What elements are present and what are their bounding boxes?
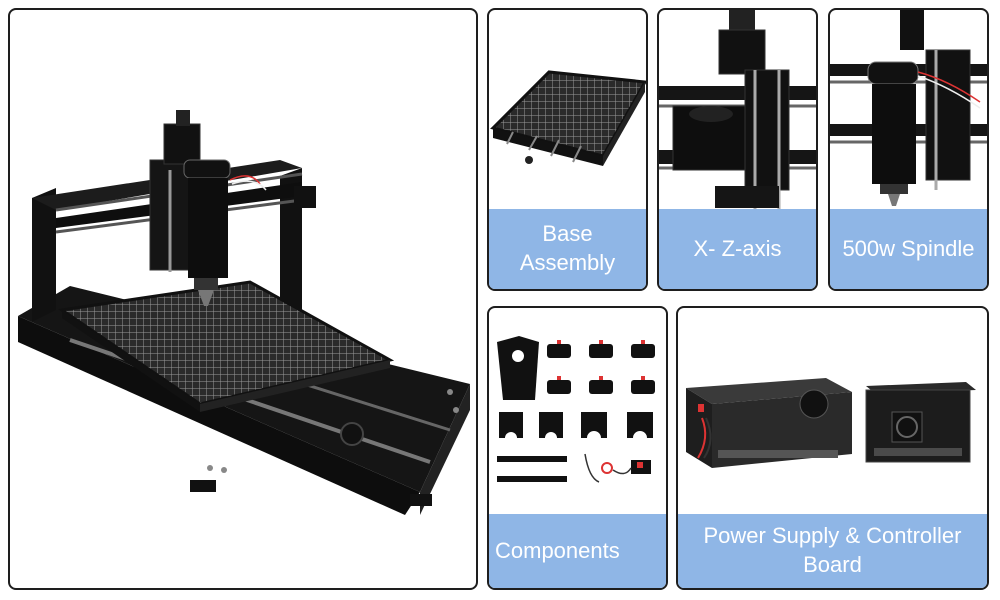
- base-assembly-icon: [490, 70, 646, 166]
- power-supply-icon: [686, 378, 976, 468]
- power-supply-caption: Power Supply & Controller Board: [678, 514, 987, 588]
- spindle-icon: [830, 10, 987, 206]
- x-z-axis-panel: X- Z-axis: [657, 8, 818, 291]
- spindle-caption-text: 500w Spindle: [842, 235, 975, 261]
- power-supply-caption-line2: Board: [803, 552, 862, 577]
- base-assembly-caption-line2: Assembly: [519, 250, 616, 275]
- x-z-axis-caption: X- Z-axis: [659, 209, 816, 289]
- components-caption: Components: [489, 514, 666, 588]
- x-z-axis-caption-text: X- Z-axis: [693, 235, 782, 261]
- components-panel: Components: [487, 306, 668, 590]
- x-z-axis-icon: [659, 10, 816, 210]
- components-caption-text: Components: [495, 537, 620, 563]
- power-supply-panel: Power Supply & Controller Board: [676, 306, 989, 590]
- cnc-router-machine-icon: [18, 110, 470, 515]
- base-assembly-panel: Base Assembly: [487, 8, 648, 291]
- spindle-caption: 500w Spindle: [830, 209, 987, 289]
- main-product-panel: [8, 8, 478, 590]
- base-assembly-caption: Base Assembly: [489, 209, 646, 289]
- spindle-panel: 500w Spindle: [828, 8, 989, 291]
- base-assembly-caption-line1: Base: [542, 221, 593, 247]
- power-supply-caption-line1: Power Supply & Controller: [703, 523, 962, 549]
- components-icon: [497, 336, 655, 483]
